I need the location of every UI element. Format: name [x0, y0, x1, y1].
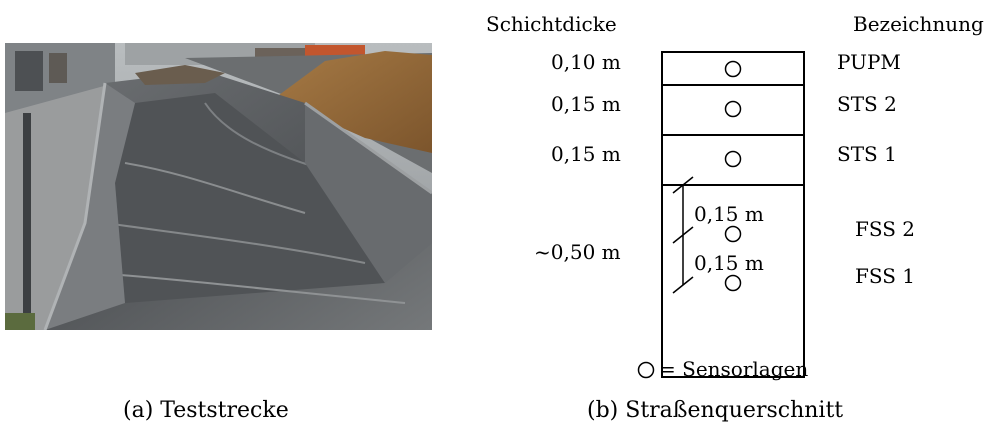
thickness-header: Schichtdicke	[486, 12, 617, 36]
caption-left: (a) Teststrecke	[123, 398, 289, 423]
spacing-label-lower: 0,15 m	[694, 251, 764, 275]
dimension-tick	[672, 176, 694, 194]
dimension-tick	[672, 226, 694, 244]
sensor-circle-fss1	[724, 274, 742, 292]
thickness-label-pupm: 0,10 m	[551, 50, 621, 74]
layer-name-sts2: STS 2	[837, 92, 897, 116]
layer-name-sts1: STS 1	[837, 142, 897, 166]
caption-right: (b) Straßenquerschnitt	[587, 398, 844, 423]
designation-header: Bezeichnung	[853, 12, 984, 36]
thickness-label-sts2: 0,15 m	[551, 92, 621, 116]
layer-name-fss2: FSS 2	[855, 217, 916, 241]
dimension-tick	[672, 276, 694, 294]
layer-name-fss1: FSS 1	[855, 264, 916, 288]
layer-column	[661, 51, 805, 378]
sensor-circle-fss2	[724, 225, 742, 243]
thickness-label-subgrade: ~0,50 m	[534, 240, 621, 264]
test-track-photo	[5, 43, 432, 330]
layer-name-pupm: PUPM	[837, 50, 901, 74]
sensor-circle-sts1	[724, 150, 742, 168]
thickness-label-sts1: 0,15 m	[551, 142, 621, 166]
sensor-circle-pupm	[724, 60, 742, 78]
sensor-circle-sts2	[724, 100, 742, 118]
circle-icon	[637, 361, 655, 379]
spacing-label-upper: 0,15 m	[694, 202, 764, 226]
legend-text: = Sensorlagen	[659, 357, 809, 381]
